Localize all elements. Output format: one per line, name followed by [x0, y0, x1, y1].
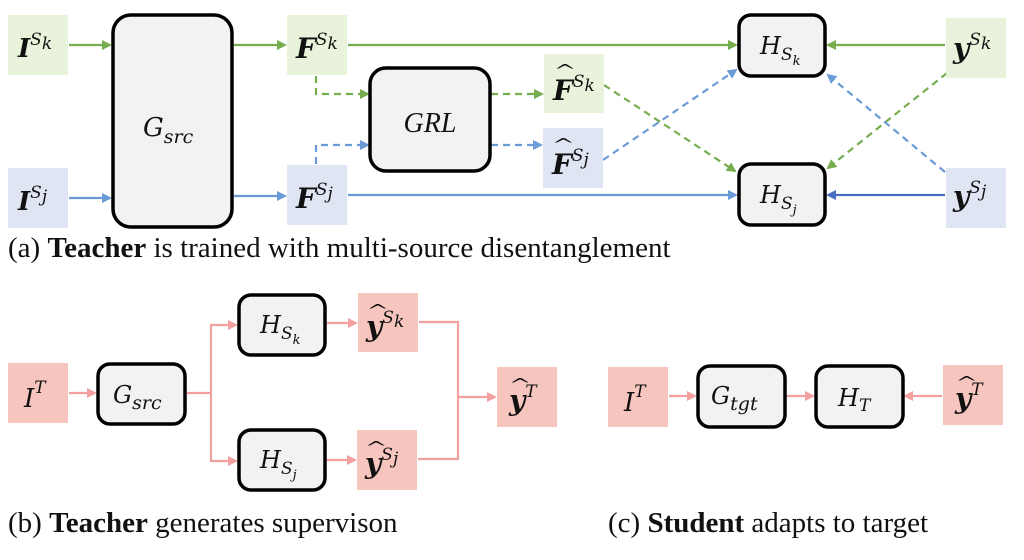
svg-text:IT: IT [623, 382, 647, 418]
edge-gsrc-to-heads [187, 320, 238, 395]
caption-prefix: (c) [608, 507, 648, 539]
svg-text:ySk: ySk [952, 30, 991, 65]
ensemble-prediction-target: ^ yT [497, 367, 557, 427]
svg-text:HSj: HSj [759, 181, 797, 218]
svg-text:^: ^ [366, 301, 389, 320]
head-source-j: HSj [737, 162, 827, 227]
edge-gsrc-to-hsj [209, 393, 238, 466]
input-image-source-j: ISj [8, 168, 68, 228]
svg-text:HSk: HSk [259, 311, 301, 348]
edge-yhat-sk-to-ensemble [418, 320, 460, 461]
svg-text:FSk: FSk [295, 30, 338, 65]
target-image-input: IT [8, 363, 68, 423]
caption-bold: Student [647, 507, 745, 539]
svg-text:yT: yT [508, 382, 538, 417]
pseudo-label-target: ^ yT [943, 365, 1003, 425]
caption-bold: Teacher [47, 232, 147, 264]
panel-a: ISk ISj Gsrc FSk FSj GRL ^ [8, 13, 1006, 229]
reversed-feature-source-k: ^ FSk [544, 54, 604, 113]
svg-text:ySj: ySj [364, 445, 399, 480]
svg-text:IT: IT [23, 378, 47, 414]
svg-text:FSj: FSj [551, 146, 590, 181]
svg-text:Gsrc: Gsrc [143, 113, 194, 148]
target-image-input: IT [608, 367, 668, 427]
svg-text:yT: yT [954, 380, 984, 415]
gradient-reversal-layer: GRL [368, 66, 492, 173]
source-encoder-module: Gsrc [96, 362, 187, 426]
panel-b: IT Gsrc HSk HSj ^ ySk ^ ySj ^ yT [8, 293, 557, 492]
panel-a-connectors [69, 40, 948, 203]
svg-text:ISk: ISk [17, 30, 52, 64]
head-source-k: HSk [237, 293, 327, 357]
svg-text:ySk: ySk [365, 308, 404, 343]
caption-panel-b: (b) Teacher generates supervison [8, 507, 398, 540]
edge-ysk-to-hsj [826, 72, 948, 170]
svg-text:Gtgt: Gtgt [711, 382, 758, 415]
svg-text:HSk: HSk [759, 32, 801, 69]
svg-text:^: ^ [552, 135, 575, 154]
svg-text:^: ^ [554, 61, 577, 80]
source-encoder-module: Gsrc [111, 13, 234, 229]
svg-text:GRL: GRL [404, 108, 457, 139]
reversed-feature-source-j: ^ FSj [543, 128, 603, 188]
caption-panel-a: (a) Teacher is trained with multi-source… [8, 232, 671, 265]
feature-source-j: FSj [287, 165, 347, 225]
target-encoder-module: Gtgt [696, 364, 787, 429]
svg-text:ISj: ISj [17, 183, 48, 217]
caption-prefix: (b) [8, 507, 50, 539]
caption-text: generates supervison [147, 507, 398, 539]
svg-text:FSj: FSj [295, 180, 334, 215]
svg-text:HSj: HSj [259, 446, 297, 483]
edge-ysj-to-hsk [826, 73, 946, 173]
caption-text: is trained with multi-source disentangle… [146, 232, 671, 264]
head-source-k: HSk [737, 13, 827, 78]
svg-text:^: ^ [365, 438, 388, 457]
svg-text:^: ^ [955, 373, 978, 392]
edge-fsk-to-grl [314, 76, 370, 99]
svg-text:HT: HT [837, 384, 872, 416]
label-source-j: ySj [946, 168, 1006, 228]
svg-text:ySj: ySj [952, 178, 987, 213]
target-head-module: HT [814, 364, 905, 429]
feature-source-k: FSk [287, 15, 347, 75]
svg-text:FSk: FSk [552, 72, 595, 107]
caption-panel-c: (c) Student adapts to target [608, 507, 928, 540]
edge-fsj-to-grl [314, 140, 370, 164]
caption-bold: Teacher [49, 507, 148, 539]
svg-text:^: ^ [509, 375, 532, 394]
head-source-j: HSj [237, 428, 327, 492]
edge-fhat-sk-to-hsj [603, 84, 737, 173]
input-image-source-k: ISk [8, 15, 68, 75]
edge-fhat-sj-to-hsk [602, 68, 738, 161]
caption-prefix: (a) [8, 232, 48, 264]
prediction-source-k: ^ ySk [358, 293, 418, 352]
label-source-k: ySk [946, 18, 1006, 78]
panel-c: IT Gtgt HT ^ yT [608, 364, 1003, 429]
panel-b-connectors [69, 318, 497, 466]
prediction-source-j: ^ ySj [357, 430, 417, 490]
svg-text:Gsrc: Gsrc [113, 381, 162, 414]
caption-text: adapts to target [744, 507, 929, 539]
